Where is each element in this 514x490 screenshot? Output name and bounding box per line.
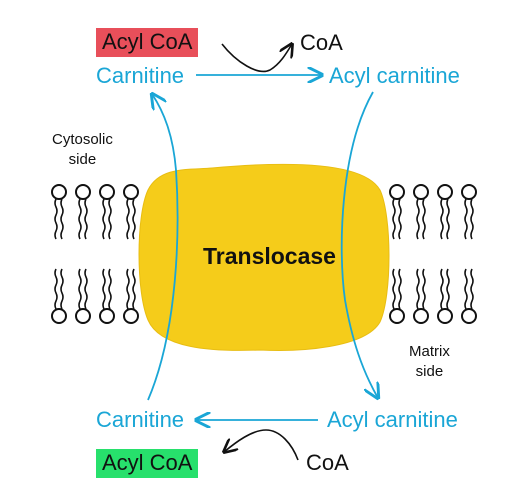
left-membrane-bilayer [51, 184, 139, 324]
right-membrane-bilayer [389, 184, 477, 324]
bottom-coa-uptake-arrow [224, 429, 299, 461]
matrix-side-label: Matrix side [409, 342, 450, 383]
top-acyl-carnitine-label: Acyl carnitine [329, 63, 460, 88]
bottom-carnitine-label: Carnitine [96, 407, 185, 432]
cytosolic-side-line2: side [68, 151, 97, 169]
transport-arrow-to-matrix [340, 91, 378, 398]
cytosolic-side-line1: Cytosolic [52, 131, 113, 148]
cytosolic-side-label: Cytosolic side [52, 130, 113, 171]
transport-arrow-to-cytosol [147, 94, 179, 401]
bottom-coa-label: CoA [306, 450, 349, 475]
top-carnitine-label: Carnitine [96, 63, 185, 88]
top-coa-label: CoA [300, 30, 343, 55]
bottom-acyl-coa-badge: Acyl CoA [96, 449, 199, 478]
top-coa-release-arrow [221, 44, 292, 73]
top-acyl-coa-badge: Acyl CoA [96, 28, 199, 57]
translocase-label: Translocase [203, 243, 336, 269]
bottom-acyl-carnitine-label: Acyl carnitine [327, 407, 458, 432]
translocase-protein [138, 163, 390, 351]
matrix-side-line1: Matrix [409, 343, 450, 360]
matrix-side-line2: side [415, 363, 444, 381]
